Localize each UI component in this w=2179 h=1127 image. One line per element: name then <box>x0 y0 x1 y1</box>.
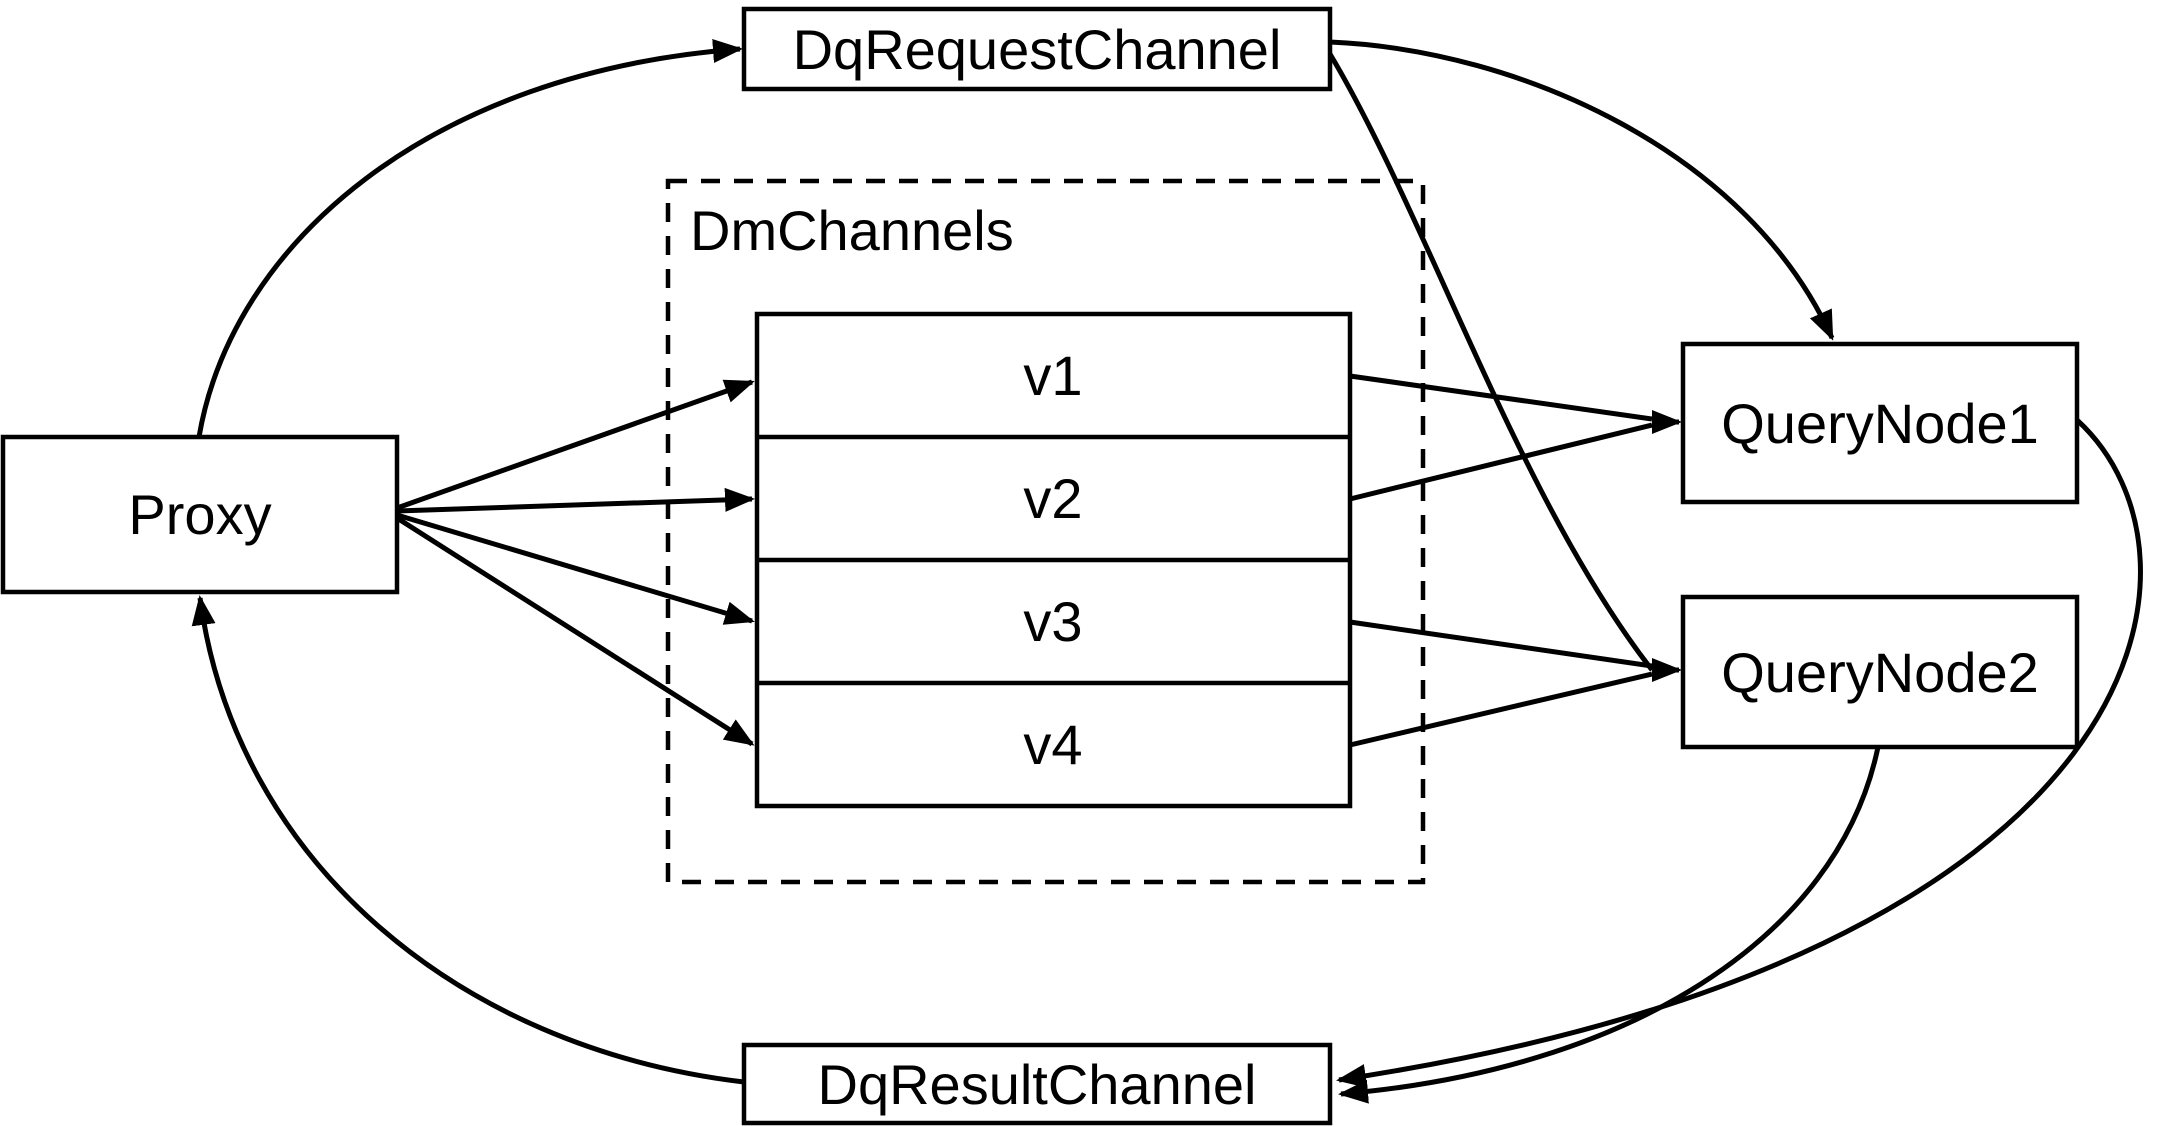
dm-channels-group-border <box>665 178 1426 885</box>
edge-query-node-1-to-dq-result-channel <box>1336 418 2143 1088</box>
dm-channels-group: DmChannels <box>665 178 1426 885</box>
channel-v4-label: v4 <box>1023 713 1082 776</box>
edge-proxy-to-dq-request-channel <box>196 39 743 438</box>
query-node-2-label: QueryNode2 <box>1721 641 2039 704</box>
edge-proxy-to-v4 <box>395 515 755 747</box>
query-node-2-box <box>1680 594 2080 750</box>
proxy-node: Proxy <box>0 434 400 595</box>
query-node-1-label: QueryNode1 <box>1721 392 2039 455</box>
edge-v2-to-query-node-1 <box>1349 422 1653 502</box>
query-node-1: QueryNode1 <box>1680 341 2080 505</box>
proxy-label: Proxy <box>128 483 271 546</box>
edge-proxy-to-v3 <box>396 512 755 625</box>
proxy-box <box>0 434 400 595</box>
dm-channels-group-label: DmChannels <box>690 199 1014 262</box>
dq-request-channel-node: DqRequestChannel <box>741 6 1333 92</box>
edge-dq-request-channel-to-query-node-2 <box>1327 52 1654 672</box>
dq-result-channel-node: DqResultChannel <box>741 1042 1333 1126</box>
edge-v4-to-query-node-2 <box>1349 671 1653 748</box>
channel-v1-label: v1 <box>1023 344 1082 407</box>
edge-query-node-2-to-dq-result-channel <box>1338 746 1881 1104</box>
dq-request-channel-box <box>741 6 1333 92</box>
edge-proxy-to-v1 <box>396 379 755 511</box>
dq-result-channel-label: DqResultChannel <box>818 1053 1257 1116</box>
edge-dq-request-channel-to-query-node-1 <box>1329 39 1835 341</box>
edge-v3-to-query-node-2 <box>1349 619 1653 669</box>
query-node-1-box <box>1680 341 2080 505</box>
channel-table: v1 v2 v3 v4 <box>754 311 1353 809</box>
query-node-2: QueryNode2 <box>1680 594 2080 750</box>
edge-v1-to-query-node-1 <box>1349 373 1653 422</box>
edge-dq-result-channel-to-proxy <box>191 595 745 1085</box>
edge-layer <box>191 39 2143 1104</box>
edge-proxy-to-v2 <box>396 487 755 514</box>
channel-v2-label: v2 <box>1023 467 1082 530</box>
channel-v3-label: v3 <box>1023 590 1082 653</box>
dq-request-channel-label: DqRequestChannel <box>793 18 1282 81</box>
dq-result-channel-box <box>741 1042 1333 1126</box>
